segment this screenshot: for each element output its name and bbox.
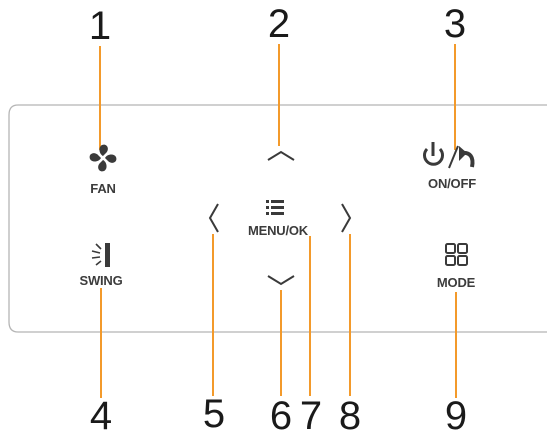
- chevron-left-icon[interactable]: [208, 203, 219, 233]
- leader-lines: [99, 44, 457, 398]
- fan-button[interactable]: FAN: [90, 181, 116, 196]
- callout-number-1: 1: [88, 4, 112, 48]
- callout-number-5: 5: [202, 392, 226, 436]
- callout-number-2: 2: [267, 2, 291, 46]
- swing-button[interactable]: SWING: [79, 273, 123, 288]
- fan-icon: [89, 144, 117, 172]
- swing-icon: [91, 243, 110, 267]
- on-off-button[interactable]: ON/OFF: [428, 176, 476, 191]
- chevron-up-icon[interactable]: [267, 150, 295, 161]
- callout-number-8: 8: [338, 394, 362, 438]
- mode-button[interactable]: MODE: [436, 275, 476, 290]
- callout-number-4: 4: [89, 394, 113, 438]
- mode-grid-icon: [445, 243, 468, 266]
- menu-icon: [266, 200, 284, 215]
- power-back-icon: [423, 142, 475, 169]
- chevron-right-icon[interactable]: [341, 203, 352, 233]
- callout-number-9: 9: [444, 394, 468, 438]
- menu-ok-button[interactable]: MENU/OK: [248, 223, 308, 238]
- panel-outline: [8, 104, 547, 333]
- chevron-down-icon[interactable]: [267, 275, 295, 286]
- callout-number-6: 6: [269, 394, 293, 438]
- callout-number-3: 3: [443, 2, 467, 46]
- callout-number-7: 7: [299, 394, 323, 438]
